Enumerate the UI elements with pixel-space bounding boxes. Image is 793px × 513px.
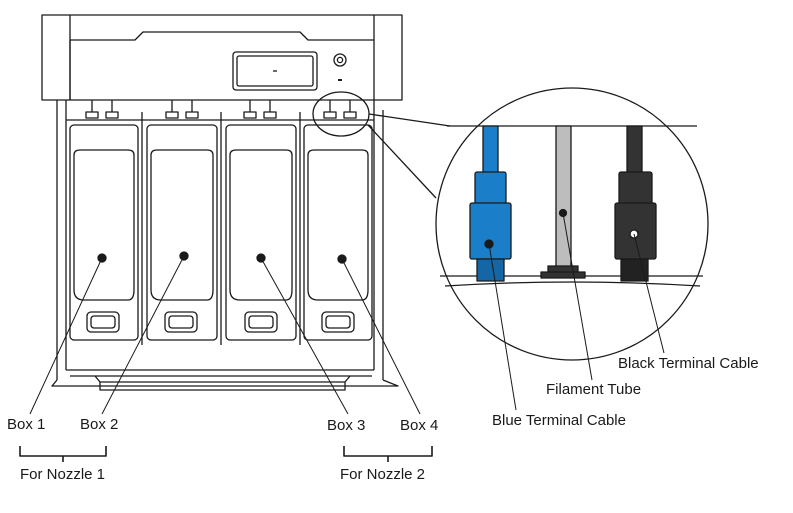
leader-lines: [29, 212, 665, 415]
filament-tube: [540, 125, 586, 279]
magnified-detail-view: [435, 87, 709, 361]
blue-terminal-cable: [469, 125, 512, 282]
box-1: [69, 100, 139, 341]
box-2-label: Box 2: [80, 416, 119, 433]
display-screen: [232, 51, 318, 91]
printer-housing: [41, 14, 403, 101]
black-terminal-cable: [614, 125, 657, 282]
box-3-label: Box 3: [327, 417, 366, 434]
black-terminal-cable-label: Black Terminal Cable: [618, 355, 759, 372]
box-4-label: Box 4: [400, 417, 439, 434]
box-frame: [51, 100, 399, 391]
for-nozzle-2-label: For Nozzle 2: [340, 466, 426, 483]
box-3: [225, 100, 297, 341]
filament-tube-label: Filament Tube: [546, 381, 642, 398]
blue-terminal-cable-label: Blue Terminal Cable: [492, 412, 626, 429]
for-nozzle-1-label: For Nozzle 1: [20, 466, 106, 483]
power-icon: [333, 53, 347, 81]
nozzle-1-bracket: [19, 446, 107, 457]
nozzle-2-bracket: [343, 446, 433, 457]
box-2: [146, 100, 218, 341]
box-1-label: Box 1: [7, 416, 46, 433]
box-4: [303, 100, 373, 341]
